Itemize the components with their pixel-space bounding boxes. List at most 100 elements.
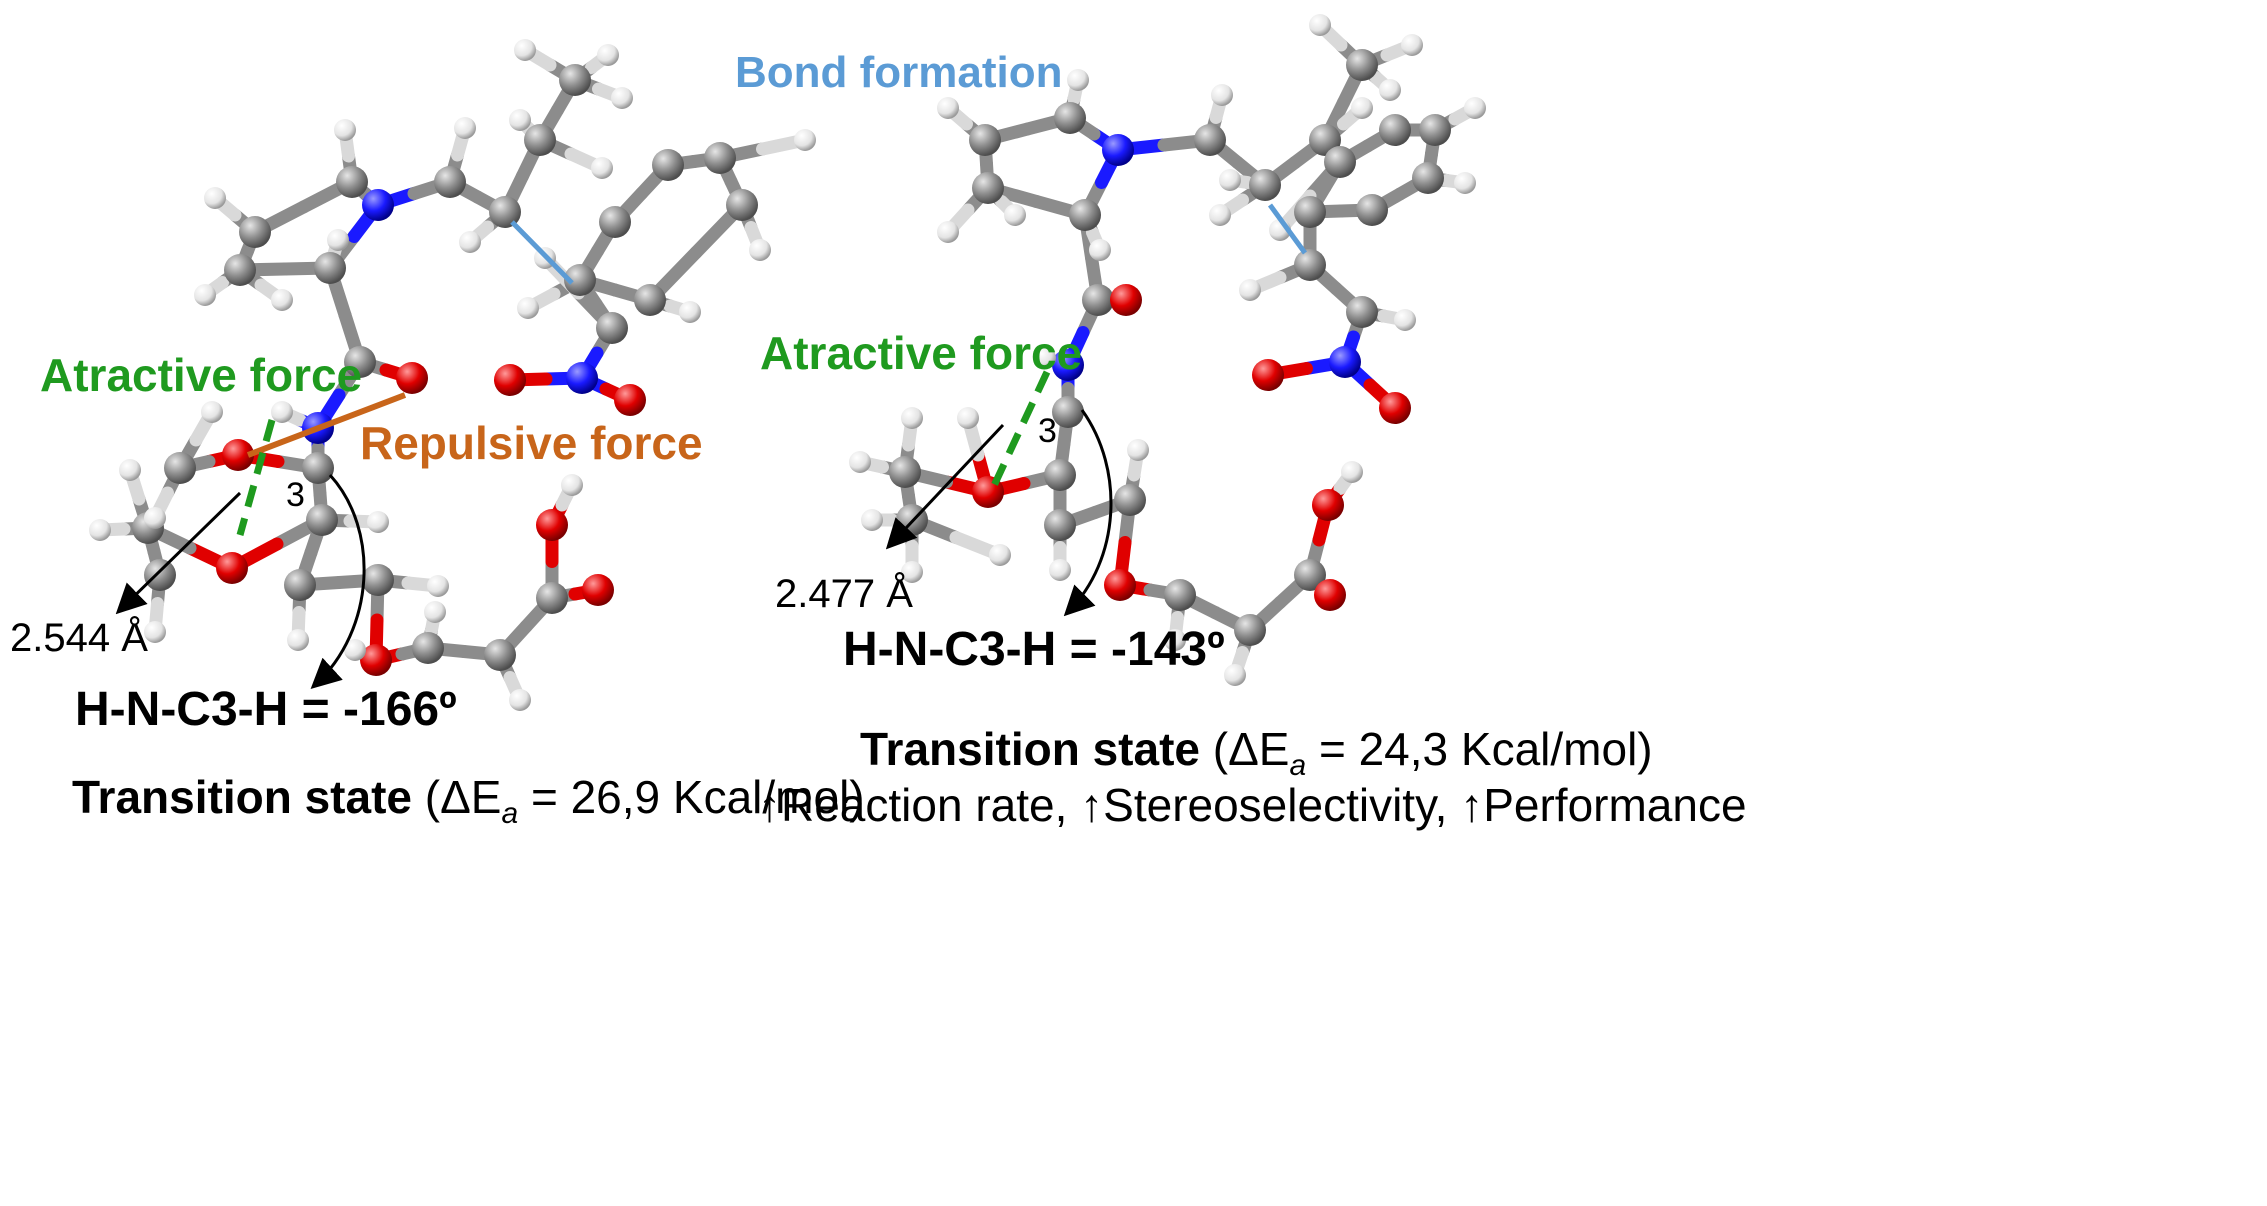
left-atom-c-9 xyxy=(344,346,376,378)
right-atom-h-49 xyxy=(861,509,883,531)
right-atom-c-26 xyxy=(1324,146,1356,178)
left-atom-o-26 xyxy=(536,509,568,541)
right-atom-c-12 xyxy=(1052,396,1084,428)
right-atom-o-34 xyxy=(1252,359,1284,391)
left-atom-c-27 xyxy=(564,264,596,296)
right-atom-h-40 xyxy=(1089,239,1111,261)
left-distance-label: 2.544 Å xyxy=(10,616,148,660)
right-ts-sub: a xyxy=(1289,749,1307,783)
right-atom-n-33 xyxy=(1329,346,1361,378)
right-atom-c-6 xyxy=(1249,169,1281,201)
left-atom-c-22 xyxy=(412,632,444,664)
left-atom-h-50 xyxy=(119,459,141,481)
right-atom-o-35 xyxy=(1379,392,1411,424)
right-atom-n-0 xyxy=(1102,134,1134,166)
right-transition-state: Transition state (ΔEa = 24,3 Kcal/mol) xyxy=(860,722,1653,783)
right-dihedral-arc xyxy=(1063,409,1113,617)
left-atom-c-33 xyxy=(596,312,628,344)
right-atom-c-9 xyxy=(1082,284,1114,316)
right-distance-arrow xyxy=(885,423,1005,550)
right-atom-h-41 xyxy=(1211,84,1233,106)
right-atom-h-37 xyxy=(937,97,959,119)
right-distance-label: 2.477 Å xyxy=(775,572,913,616)
left-atom-o-25 xyxy=(582,574,614,606)
left-transition-state: Transition state (ΔEa = 26,9 Kcal/mol) xyxy=(72,770,865,831)
right-attractive-force-label: Atractive force xyxy=(760,327,1083,379)
left-atom-n-34 xyxy=(566,362,598,394)
right-atom-index: 3 xyxy=(1038,412,1057,450)
left-atom-h-56 xyxy=(344,639,366,661)
left-atom-c-5 xyxy=(434,166,466,198)
right-atom-h-51 xyxy=(1049,559,1071,581)
left-atom-c-17 xyxy=(284,569,316,601)
left-atom-c-13 xyxy=(306,504,338,536)
left-atom-h-48 xyxy=(611,87,633,109)
right-atom-c-5 xyxy=(1194,124,1226,156)
left-atom-h-51 xyxy=(89,519,111,541)
right-attractive-dash xyxy=(988,370,1051,492)
left-atom-o-14 xyxy=(216,552,248,584)
left-repulsive-line xyxy=(246,392,407,458)
left-atom-c-7 xyxy=(524,124,556,156)
left-atom-h-41 xyxy=(327,229,349,251)
right-atom-h-55 xyxy=(1341,461,1363,483)
right-atom-h-58 xyxy=(1464,97,1486,119)
left-atom-c-4 xyxy=(314,252,346,284)
left-atom-c-1 xyxy=(336,166,368,198)
right-atom-c-25 xyxy=(1294,196,1326,228)
right-atom-h-50 xyxy=(901,561,923,583)
right-atom-h-57 xyxy=(1239,279,1261,301)
right-atom-h-43 xyxy=(1351,97,1373,119)
left-atom-h-42 xyxy=(454,117,476,139)
left-atom-h-39 xyxy=(194,284,216,306)
right-atom-c-17 xyxy=(1044,509,1076,541)
left-atom-h-43 xyxy=(459,231,481,253)
right-atom-h-59 xyxy=(1454,172,1476,194)
left-atom-o-21 xyxy=(360,644,392,676)
right-atom-c-18 xyxy=(1114,484,1146,516)
right-atom-c-21 xyxy=(1234,614,1266,646)
right-atom-o-10 xyxy=(1110,284,1142,316)
left-atom-o-10 xyxy=(396,362,428,394)
left-atom-h-65 xyxy=(517,297,539,319)
right-atom-c-3 xyxy=(972,172,1004,204)
right-ts-value: = 24,3 Kcal/mol) xyxy=(1306,723,1653,775)
left-atom-h-54 xyxy=(427,575,449,597)
left-atom-h-49 xyxy=(271,401,293,423)
left-atom-c-18 xyxy=(362,564,394,596)
left-atom-h-53 xyxy=(287,629,309,651)
right-effects-label: ↑Reaction rate, ↑Stereoselectivity, ↑Per… xyxy=(758,779,1747,831)
right-dihedral-label: H-N-C3-H = -143º xyxy=(843,623,1225,676)
left-atom-c-23 xyxy=(484,639,516,671)
right-atom-n-11 xyxy=(1052,349,1084,381)
left-atom-h-40 xyxy=(271,289,293,311)
right-atom-h-39 xyxy=(1004,204,1026,226)
left-atom-c-16 xyxy=(144,559,176,591)
right-atom-h-64 xyxy=(989,544,1011,566)
annotation-lines xyxy=(115,203,1308,690)
left-atom-o-19 xyxy=(222,439,254,471)
right-atom-h-52 xyxy=(1127,439,1149,461)
left-atom-c-8 xyxy=(559,64,591,96)
left-atom-h-60 xyxy=(201,401,223,423)
right-bond-formation-line xyxy=(1267,203,1308,255)
right-atom-c-4 xyxy=(1069,199,1101,231)
right-atom-c-15 xyxy=(889,456,921,488)
right-atom-c-1 xyxy=(1054,102,1086,134)
left-atom-h-58 xyxy=(509,689,531,711)
left-atom-c-3 xyxy=(224,254,256,286)
left-atom-h-55 xyxy=(367,511,389,533)
left-atom-c-20 xyxy=(164,452,196,484)
right-atom-c-28 xyxy=(1419,114,1451,146)
right-atom-h-62 xyxy=(901,407,923,429)
right-atom-c-30 xyxy=(1356,194,1388,226)
right-atom-h-63 xyxy=(957,407,979,429)
right-atom-h-45 xyxy=(1401,34,1423,56)
right-atom-c-20 xyxy=(1164,579,1196,611)
repulsive-force-label: Repulsive force xyxy=(360,417,703,469)
right-atom-h-36 xyxy=(1067,69,1089,91)
left-atom-h-47 xyxy=(597,44,619,66)
left-atom-h-38 xyxy=(204,187,226,209)
right-atom-c-13 xyxy=(1044,459,1076,491)
left-atom-c-29 xyxy=(652,149,684,181)
